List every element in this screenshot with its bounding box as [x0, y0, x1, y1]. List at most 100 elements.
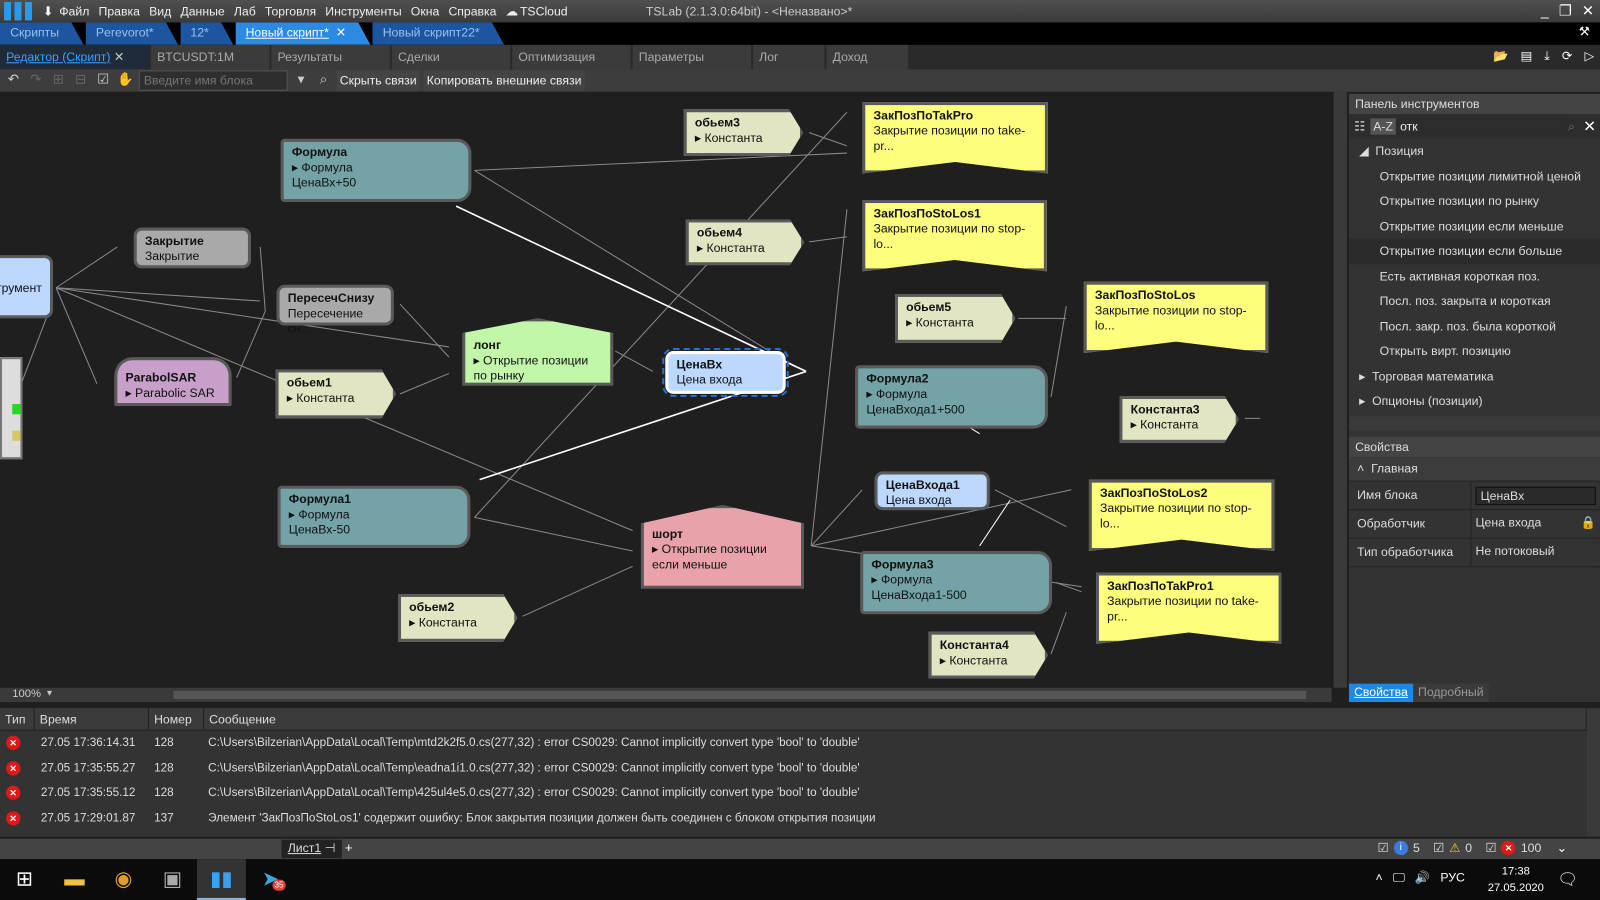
clear-search-icon[interactable]: ✕	[1583, 118, 1596, 136]
chrome-icon[interactable]: ◉	[114, 868, 133, 891]
col-number[interactable]: Номер	[149, 708, 205, 730]
menu-help[interactable]: Справка	[448, 4, 497, 19]
menu-tscloud[interactable]: TSCloud	[519, 4, 568, 19]
open-icon[interactable]: 📂	[1492, 48, 1509, 64]
collapse-icon[interactable]: ⊟	[75, 71, 87, 87]
menu-edit[interactable]: Правка	[98, 4, 140, 19]
file-explorer-icon[interactable]: ▬	[64, 868, 85, 891]
chevron-down-icon[interactable]: ▾	[297, 71, 305, 87]
col-time[interactable]: Время	[35, 708, 149, 730]
copy-external-links-button[interactable]: Копировать внешние связи	[423, 70, 585, 91]
maximize-button[interactable]: ❐	[1558, 2, 1572, 19]
node-volume5[interactable]: обьем5▸ Константа	[894, 293, 1016, 343]
node-volume4[interactable]: обьем4▸ Константа	[685, 219, 805, 266]
menu-view[interactable]: Вид	[149, 4, 172, 19]
node-instrument[interactable]: Инструмент	[0, 255, 54, 319]
node-constant3[interactable]: Константа3▸ Константа	[1119, 395, 1239, 443]
error-filter-checkbox[interactable]: ☑	[1485, 840, 1497, 856]
toolbox-horizontal-scrollbar[interactable]	[1348, 415, 1600, 431]
search-icon[interactable]: ⌕	[1568, 118, 1575, 134]
tree-item[interactable]: Открыть вирт. позицию	[1379, 343, 1511, 359]
tree-item[interactable]: Открытие позиции если меньше	[1379, 218, 1564, 234]
col-type[interactable]: Тип	[0, 708, 35, 730]
settings-tools-icon[interactable]: ⚒	[1578, 24, 1590, 39]
tab-editor[interactable]: Редактор (Скрипт) ✕	[0, 44, 149, 70]
close-button[interactable]: ✕	[1581, 2, 1594, 19]
tree-item[interactable]: Посл. закр. поз. была короткой	[1379, 318, 1556, 334]
save-icon[interactable]: ▤	[1520, 48, 1533, 64]
node-constant4[interactable]: Константа4▸ Константа	[928, 631, 1048, 679]
node-long[interactable]: лонг▸ Открытие позиции по рынку	[462, 318, 614, 386]
app-icon[interactable]: ▣	[162, 868, 183, 891]
collapse-log-icon[interactable]: ⌄	[1556, 840, 1567, 856]
tree-group-options[interactable]: ▸ Опционы (позиции)	[1359, 393, 1483, 409]
warning-filter-checkbox[interactable]: ☑	[1433, 840, 1445, 856]
tree-item[interactable]: Открытие позиции если больше	[1348, 238, 1600, 264]
scroll-thumb[interactable]	[173, 690, 1307, 699]
menu-lab[interactable]: Лаб	[233, 4, 256, 19]
section-main[interactable]: ˄ Главная	[1348, 456, 1600, 482]
tab-chart[interactable]: BTCUSDT:1M	[151, 44, 270, 70]
language-indicator[interactable]: РУС	[1440, 870, 1465, 885]
tree-item[interactable]: Посл. поз. закрыта и короткая	[1379, 293, 1551, 309]
network-icon[interactable]: 🖵	[1392, 870, 1405, 885]
add-sheet-button[interactable]: +	[344, 839, 353, 856]
minimize-button[interactable]: _	[1540, 2, 1549, 19]
info-filter-checkbox[interactable]: ☑	[1377, 840, 1389, 856]
sheet-tab[interactable]: Лист1 ⊣	[281, 839, 342, 859]
run-icon[interactable]: ▷	[1584, 48, 1594, 64]
block-name-input[interactable]	[138, 70, 288, 91]
tree-item[interactable]: Есть активная короткая поз.	[1379, 268, 1541, 284]
node-volume2[interactable]: обьем2▸ Константа	[397, 593, 518, 642]
refresh-icon[interactable]: ⟳	[1561, 48, 1573, 64]
redo-icon[interactable]: ↷	[30, 71, 42, 87]
close-tab-icon[interactable]: ✕	[335, 25, 346, 40]
tree-group-trading-math[interactable]: ▸ Торговая математика	[1359, 368, 1494, 384]
menu-trading[interactable]: Торговля	[264, 4, 317, 19]
tab-income[interactable]: Доход	[826, 44, 909, 70]
telegram-icon[interactable]: ➤35	[246, 859, 295, 900]
tab-optimization[interactable]: Оптимизация	[512, 44, 631, 70]
node-parabolic-sar[interactable]: ParabolSAR▸ Parabolic SAR	[114, 357, 232, 407]
zoom-level[interactable]: 100%	[12, 687, 41, 700]
save-download-icon[interactable]: ⬇	[42, 4, 54, 19]
tree-item[interactable]: Открытие позиции лимитной ценой	[1379, 168, 1581, 184]
tab-log[interactable]: Лог	[753, 44, 825, 70]
tab-parameters[interactable]: Параметры	[632, 44, 752, 70]
tab-perevorot[interactable]: Perevorot*	[86, 22, 179, 44]
tree-group-position[interactable]: ◢ Позиция	[1359, 143, 1424, 159]
toolbox-search-input[interactable]	[1396, 119, 1564, 134]
tab-results[interactable]: Результаты	[271, 44, 390, 70]
menu-data[interactable]: Данные	[180, 4, 225, 19]
tab-detailed[interactable]: Подробный	[1412, 683, 1489, 703]
hand-icon[interactable]: ✋	[117, 71, 134, 87]
tab-new-script22[interactable]: Новый скрипт22*	[373, 22, 505, 44]
tab-properties[interactable]: Свойства	[1348, 683, 1413, 703]
volume-icon[interactable]: 🔊	[1414, 870, 1431, 885]
undo-icon[interactable]: ↶	[7, 71, 19, 87]
tree-item[interactable]: Открытие позиции по рынку	[1379, 193, 1540, 209]
node-volume3[interactable]: обьем3▸ Константа	[683, 109, 804, 157]
expand-icon[interactable]: ⊞	[52, 71, 64, 87]
windows-start-icon[interactable]: ⊞	[15, 868, 34, 891]
canvas-vertical-scrollbar[interactable]	[1333, 91, 1347, 688]
pin-icon[interactable]: ⊣	[324, 840, 336, 856]
node-volume1[interactable]: обьем1▸ Константа	[275, 369, 396, 419]
menu-tools[interactable]: Инструменты	[325, 4, 402, 19]
node-short[interactable]: шорт▸ Открытие позиции если меньше	[640, 505, 805, 589]
canvas-horizontal-scrollbar[interactable]: 100% ▾	[0, 687, 1332, 703]
